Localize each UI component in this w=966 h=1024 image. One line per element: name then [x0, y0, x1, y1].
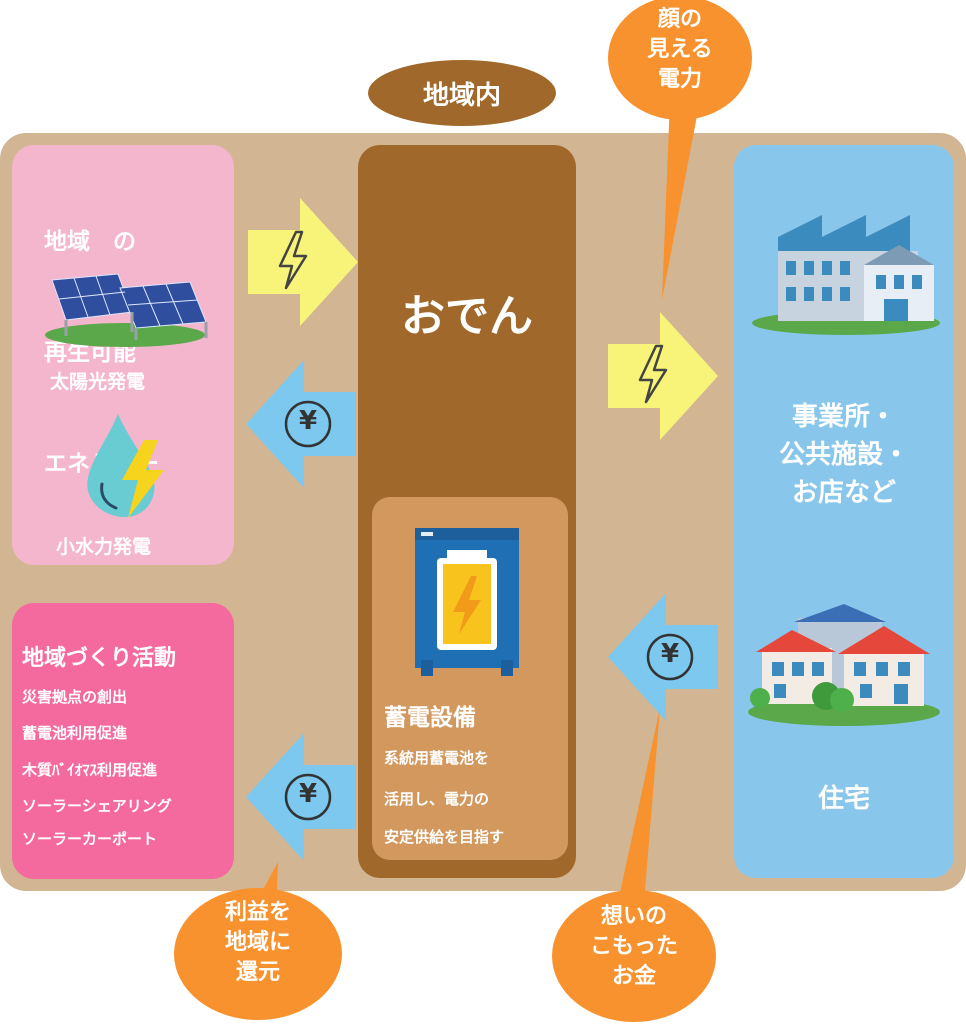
battery-storage-icon [415, 528, 519, 676]
hydro-power-label: 小水力発電 [56, 536, 152, 558]
community-item: 木質ﾊﾞｲｵﾏｽ利用促進 [22, 761, 158, 779]
community-item: 蓄電池利用促進 [22, 724, 128, 742]
lightning-icon [122, 440, 164, 518]
factory-icon [752, 215, 940, 335]
home-label: 住宅 [817, 784, 870, 814]
storage-title: 蓄電設備 [384, 705, 476, 731]
solar-power-label: 太陽光発電 [50, 371, 146, 393]
power-flow-arrow [248, 198, 358, 326]
yen-icon: ¥ [298, 779, 318, 809]
community-activities-title: 地域づくり活動 [22, 646, 177, 671]
yen-icon: ¥ [298, 406, 318, 436]
money-flow-arrow [246, 360, 356, 488]
community-item: ソーラーシェアリング [22, 797, 172, 815]
bubble-heartfelt-money [552, 708, 716, 1022]
yen-icon: ¥ [660, 639, 680, 669]
bubble-heartfelt-money-text: 想いの こもった お金 [589, 904, 678, 989]
community-item: 災害拠点の創出 [22, 688, 128, 706]
community-activities-panel [12, 603, 234, 879]
storage-desc-line: 系統用蓄電池を [384, 749, 490, 767]
oden-title: おでん [401, 291, 533, 342]
region-label: 地域内 [368, 60, 556, 126]
solar-panel-icon [45, 273, 208, 347]
power-flow-arrow [608, 312, 718, 440]
storage-desc-line: 安定供給を目指す [384, 828, 505, 846]
bubble-visible-power [608, 0, 752, 300]
bubble-profit-return-text: 利益を 地域に 還元 [224, 900, 291, 985]
money-flow-arrow [246, 733, 356, 861]
house-icon [748, 604, 940, 726]
bubble-profit-return [174, 862, 342, 1020]
money-flow-arrow [608, 593, 718, 721]
business-label: 事業所・ 公共施設・ お店など [778, 402, 909, 508]
bubble-visible-power-text: 顔の 見える 電力 [647, 7, 713, 92]
community-item: ソーラーカーポート [22, 830, 158, 848]
storage-desc-line: 活用し、電力の [384, 790, 490, 808]
